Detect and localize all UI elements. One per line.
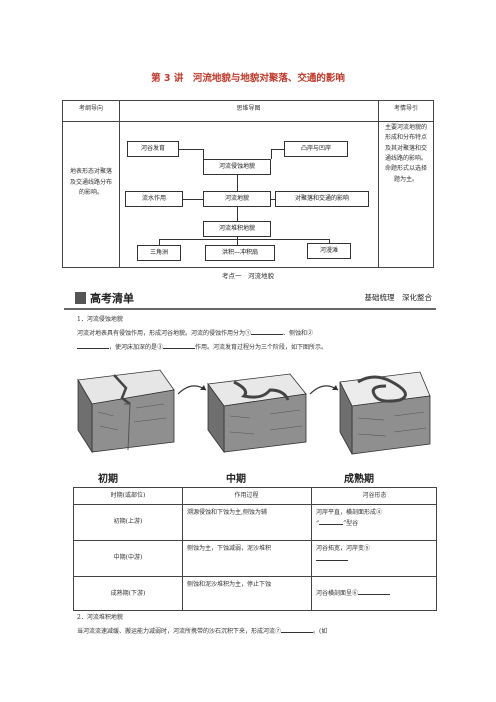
sec1-heading: 1．河流侵蚀地貌 [77,316,123,323]
stage-early-block [77,369,175,454]
table-row-1-process: 溯源侵蚀和下蚀为主,侧蚀为辅 [187,509,267,516]
node-anru: 凸岸与凹岸 [284,141,348,157]
river-stage-table: 时期(或部位) 作用过程 河谷形态 初期(上游) 溯源侵蚀和下蚀为主,侧蚀为辅 … [73,487,437,611]
node-chongji: 洪积—冲积扇 [205,245,275,261]
t2-header-process: 作用过程 [234,492,259,499]
header-kaogang: 考纲导向 [78,105,103,112]
left-cell-text: 地表形态对聚落及交通线路分布的影响。 [69,168,112,196]
banner-title: 高考清单 [90,292,134,305]
node-liushui: 流水作用 [125,191,183,207]
node-hetan: 河漫滩 [307,243,351,259]
stage-label-early: 初期 [98,474,118,485]
table-row-1-shape: 河岸平直，横剖面形成④ “”型谷 [316,509,383,527]
stage-mature-block [339,371,431,455]
blank-5[interactable] [316,554,348,561]
banner-icon [75,292,86,304]
banner-subtitle: 基础梳理 深化整合 [364,293,433,302]
table-row-3-shape: 河谷横剖面呈⑥ [316,588,434,599]
stage-label-mature: 成熟期 [344,474,374,485]
node-hegu: 河谷发育 [127,141,179,157]
blank-2[interactable] [77,342,109,349]
blank-4[interactable] [319,518,344,525]
node-yingxiang: 对聚落和交通的影响 [275,191,369,207]
sec2-heading: 2．河流堆积地貌 [77,614,123,621]
blank-6[interactable] [358,588,391,595]
t2-header-period: 时期(或部位) [110,492,146,499]
table-row-2-process: 侧蚀为主，下蚀减弱，泥沙堆积 [187,545,272,552]
blank-3[interactable] [163,342,196,349]
table-row-2-period: 中期(中游) [113,554,143,561]
t2-header-shape: 河谷形态 [362,492,387,499]
table-row-3-period: 成熟期(下游) [110,590,146,597]
overview-table: 考纲导向 思维导图 考情导引 地表形态对聚落及交通线路分布的影响。 主要河流地貌… [62,100,434,268]
sec1-para: 河流对地表具有侵蚀作用，形成河谷地貌。河流的侵蚀作用分为①、侧蚀和② [77,328,314,337]
river-stages-illustration [77,369,431,455]
table-row-1-period: 初期(上游) [113,518,143,525]
stage-label-middle: 中期 [226,474,246,485]
table-row-2-shape: 河谷拓宽，河岸变⑤ [316,543,434,565]
blank-1[interactable] [251,328,284,335]
right-cell-text: 主要河流地貌的形成和分布特点及其对聚落和交通线路的影响。命题形式以选择题为主。 [384,124,427,183]
page-title: 第 3 讲 河流地貌与地貌对聚落、交通的影响 [151,73,345,84]
mind-map: 河谷发育 凸岸与凹岸 河流侵蚀地貌 流水作用 河流地貌 对聚落和交通的影响 河流… [119,121,378,268]
arrow-2-icon [309,385,339,395]
table-row-3-process: 侧蚀和泥沙堆积为主，停止下蚀 [187,581,272,588]
section-banner: 高考清单 基础梳理 深化整合 [64,288,436,310]
header-kaoqing: 考情导引 [393,105,418,112]
stage-middle-block [207,373,307,454]
blank-7[interactable] [281,626,314,633]
node-duiji: 河流堆积地貌 [203,221,271,237]
node-dimao: 河流地貌 [203,191,271,207]
node-sanjiao: 三角洲 [137,245,181,261]
node-qinshi: 河流侵蚀地貌 [203,159,271,175]
sec2-para: 当河流流速减缓、搬运能力减弱时，河流所携带的沙石沉积下来，形成河流⑦。(如 [77,626,328,635]
arrow-1-icon [177,385,207,395]
kaodian-label: 考点一 河流地貌 [222,272,274,280]
header-siwei: 思维导图 [236,105,261,112]
